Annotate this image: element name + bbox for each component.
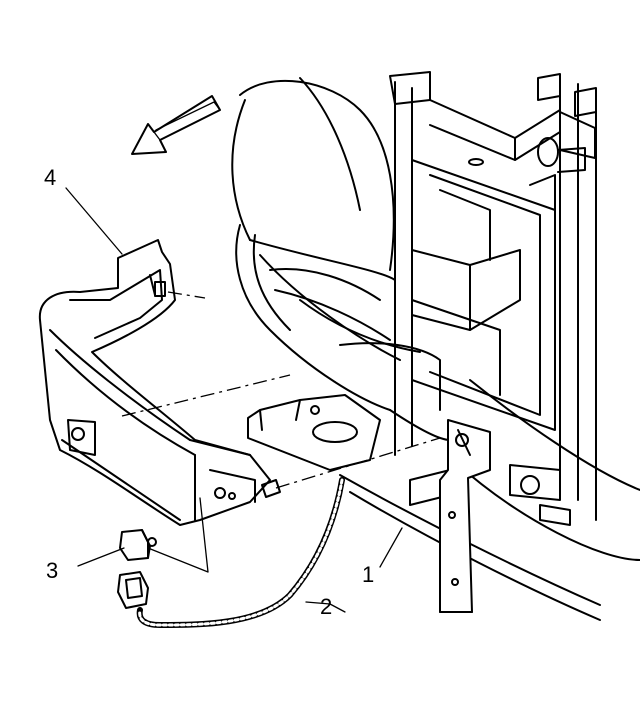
leader-lines: [65, 187, 403, 613]
vehicle-frame-structure: [339, 71, 640, 621]
part-4-bracket-panel: [38, 239, 281, 526]
callout-3-label: 3: [46, 558, 58, 583]
callout-2-label: 2: [320, 594, 332, 619]
lower-support-panel: [247, 394, 381, 471]
callout-1-label: 1: [362, 562, 374, 587]
forward-arrow-icon: [131, 95, 221, 155]
part-1-mounting-strip: [439, 419, 491, 613]
part-2-wiring-harness: [136, 477, 345, 629]
callout-4-label: 4: [44, 165, 56, 190]
alignment-lines: [121, 291, 441, 489]
headlamp-housing: [231, 77, 451, 441]
part-3-connector: [117, 529, 157, 609]
